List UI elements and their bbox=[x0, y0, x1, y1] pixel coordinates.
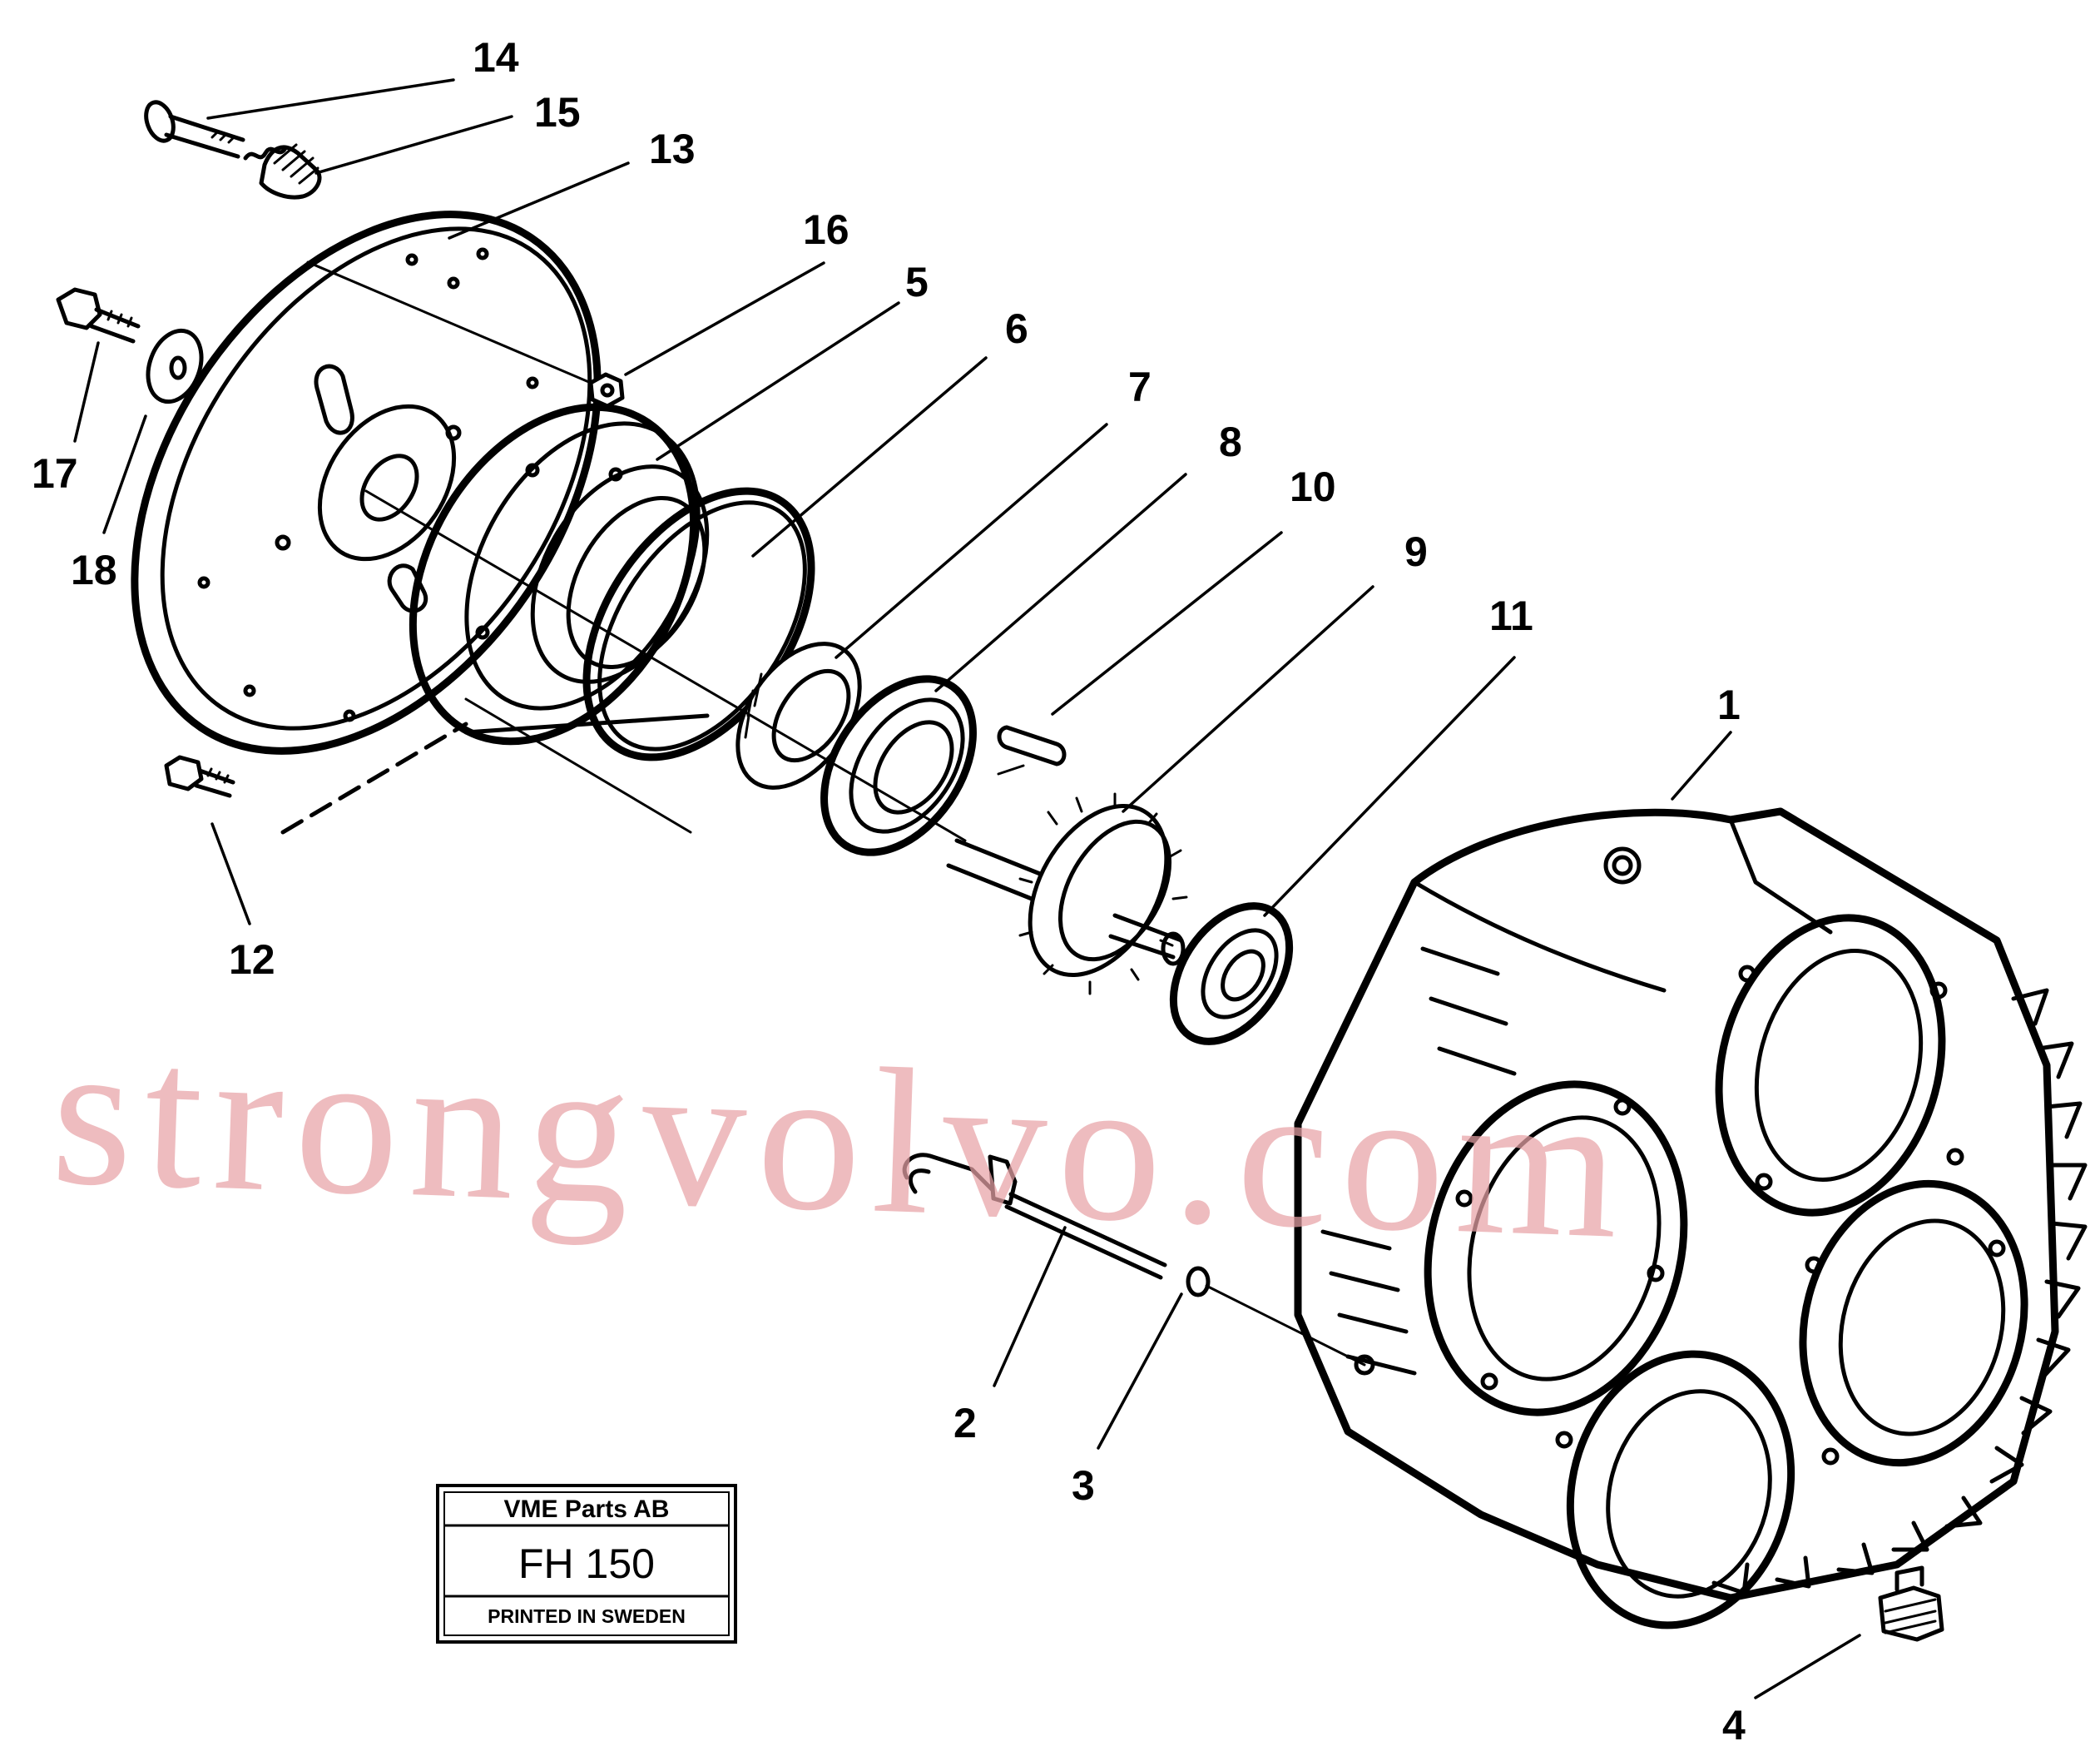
callout-11: 11 bbox=[1489, 593, 1533, 639]
watermark: strongvolvo.com bbox=[48, 997, 1634, 1282]
label-printed: PRINTED IN SWEDEN bbox=[488, 1605, 686, 1627]
part-2-dipstick bbox=[902, 1153, 1167, 1280]
part-17-bolt bbox=[56, 287, 141, 344]
callout-6: 6 bbox=[1005, 305, 1028, 352]
label-code: FH 150 bbox=[518, 1540, 655, 1587]
assembly-axis-lines bbox=[280, 260, 1366, 1367]
callout-10: 10 bbox=[1290, 464, 1336, 510]
callout-4: 4 bbox=[1722, 1702, 1746, 1749]
label-box: VME Parts AB FH 150 PRINTED IN SWEDEN bbox=[436, 1484, 737, 1644]
callout-1: 1 bbox=[1717, 682, 1741, 728]
callout-16: 16 bbox=[803, 206, 849, 253]
callout-7: 7 bbox=[1128, 364, 1152, 410]
part-13-cover-flange bbox=[131, 211, 602, 755]
callout-17: 17 bbox=[32, 450, 78, 497]
part-8-ball-bearing bbox=[820, 675, 977, 856]
callout-18: 18 bbox=[71, 547, 117, 593]
part-14-bolt bbox=[144, 100, 245, 159]
callout-14: 14 bbox=[473, 34, 519, 81]
part-10-key bbox=[997, 725, 1067, 766]
callout-numbers: 14 15 13 16 5 6 7 8 10 9 11 1 17 18 12 2… bbox=[32, 34, 1746, 1749]
part-15-spring bbox=[243, 143, 322, 200]
callout-15: 15 bbox=[534, 89, 581, 136]
part-4-plug bbox=[1878, 1565, 1944, 1642]
leader-lines bbox=[73, 78, 1861, 1699]
callout-2: 2 bbox=[953, 1400, 977, 1446]
callout-3: 3 bbox=[1072, 1462, 1095, 1509]
part-12-screw bbox=[164, 755, 235, 798]
part-3-seal bbox=[1186, 1266, 1211, 1297]
callout-8: 8 bbox=[1219, 419, 1242, 465]
part-9-gear-shaft bbox=[946, 792, 1188, 995]
part-18-washer bbox=[146, 328, 204, 404]
part-7-seal-ring bbox=[735, 642, 862, 790]
callout-9: 9 bbox=[1404, 528, 1428, 575]
callout-12: 12 bbox=[229, 936, 275, 983]
callout-13: 13 bbox=[649, 126, 696, 172]
callout-5: 5 bbox=[905, 259, 929, 305]
label-company: VME Parts AB bbox=[504, 1496, 670, 1523]
part-16-nut bbox=[588, 372, 625, 409]
part-11-small-bearing bbox=[1169, 902, 1294, 1045]
part-1-gearbox-housing bbox=[1294, 807, 2088, 1629]
